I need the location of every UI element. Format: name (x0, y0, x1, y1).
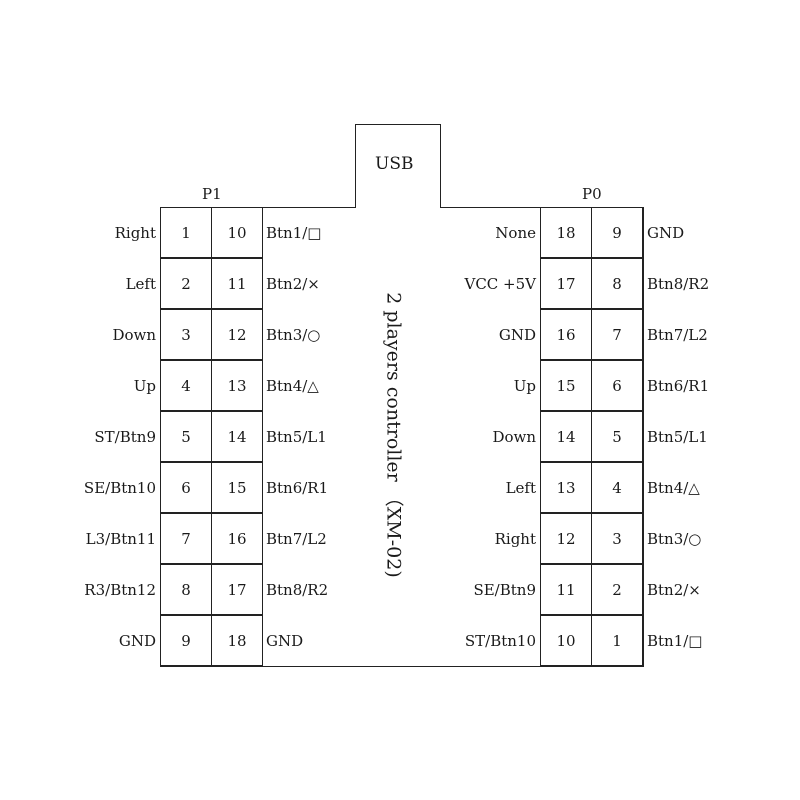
p1-right-label: Btn3/○ (266, 325, 321, 344)
p0-pin: 15 (540, 360, 592, 411)
p0-pin: 13 (540, 462, 592, 513)
p0-right-label: Btn3/○ (647, 529, 702, 548)
p1-pin: 3 (160, 309, 212, 360)
p0-right-label: Btn6/R1 (647, 376, 710, 395)
p1-left-label: ST/Btn9 (94, 427, 156, 446)
p1-pin: 9 (160, 615, 212, 666)
p1-pin: 7 (160, 513, 212, 564)
p0-right-label: Btn1/□ (647, 631, 703, 650)
p0-right-label: Btn5/L1 (647, 427, 708, 446)
p1-left-label: Up (133, 376, 156, 395)
p0-left-label: Left (505, 478, 536, 497)
p0-left-label: ST/Btn10 (464, 631, 536, 650)
p0-pin: 4 (591, 462, 643, 513)
p0-pin: 5 (591, 411, 643, 462)
p1-right-label: Btn6/R1 (266, 478, 329, 497)
p0-left-label: SE/Btn9 (473, 580, 536, 599)
p1-pin: 5 (160, 411, 212, 462)
p0-left-label: VCC +5V (464, 274, 537, 293)
p0-header: P0 (582, 185, 602, 203)
controller-title: 2 players controller （XM-02) (382, 292, 405, 578)
p1-left-label: R3/Btn12 (84, 580, 156, 599)
p1-pin: 12 (211, 309, 263, 360)
p0-pin: 8 (591, 258, 643, 309)
p1-pin: 1 (160, 207, 212, 258)
p1-pin: 15 (211, 462, 263, 513)
p0-right-label: Btn8/R2 (647, 274, 710, 293)
p0-pin: 1 (591, 615, 643, 666)
p1-pin: 14 (211, 411, 263, 462)
p1-pin: 18 (211, 615, 263, 666)
p0-left-label: Right (494, 529, 536, 548)
usb-label: USB (375, 154, 414, 174)
p0-left-label: GND (498, 325, 536, 344)
p0-left-label: Up (513, 376, 536, 395)
p1-left-label: SE/Btn10 (83, 478, 156, 497)
p1-right-label: Btn1/□ (266, 223, 322, 242)
p1-pin: 2 (160, 258, 212, 309)
p0-pin: 3 (591, 513, 643, 564)
p0-pin: 16 (540, 309, 592, 360)
p1-pin: 13 (211, 360, 263, 411)
p0-pin: 11 (540, 564, 592, 615)
p0-right-label: Btn2/× (647, 580, 701, 599)
p0-pin: 17 (540, 258, 592, 309)
usb-port (355, 124, 441, 208)
p1-right-label: Btn7/L2 (266, 529, 327, 548)
p1-pin: 11 (211, 258, 263, 309)
p0-pin: 10 (540, 615, 592, 666)
p1-pin: 4 (160, 360, 212, 411)
p0-pin: 6 (591, 360, 643, 411)
p0-pin: 9 (591, 207, 643, 258)
p1-pin: 10 (211, 207, 263, 258)
p1-left-label: GND (118, 631, 156, 650)
p0-pin: 12 (540, 513, 592, 564)
p1-left-label: Left (125, 274, 156, 293)
p1-left-label: Right (114, 223, 156, 242)
p0-right-label: Btn7/L2 (647, 325, 708, 344)
p0-pin: 14 (540, 411, 592, 462)
p1-pin: 16 (211, 513, 263, 564)
p0-pin: 18 (540, 207, 592, 258)
p0-pin: 2 (591, 564, 643, 615)
p1-left-label: L3/Btn11 (85, 529, 156, 548)
p0-left-label: Down (492, 427, 536, 446)
p1-left-label: Down (112, 325, 156, 344)
p1-pin: 17 (211, 564, 263, 615)
p0-pin: 7 (591, 309, 643, 360)
p1-right-label: Btn4/△ (266, 376, 319, 395)
p1-pin: 8 (160, 564, 212, 615)
p0-right-label: GND (647, 223, 685, 242)
p1-right-label: GND (266, 631, 304, 650)
p1-pin: 6 (160, 462, 212, 513)
p1-right-label: Btn5/L1 (266, 427, 327, 446)
p1-right-label: Btn8/R2 (266, 580, 329, 599)
p0-right-label: Btn4/△ (647, 478, 700, 497)
p1-right-label: Btn2/× (266, 274, 320, 293)
p0-left-label: None (495, 223, 536, 242)
p1-header: P1 (202, 185, 222, 203)
